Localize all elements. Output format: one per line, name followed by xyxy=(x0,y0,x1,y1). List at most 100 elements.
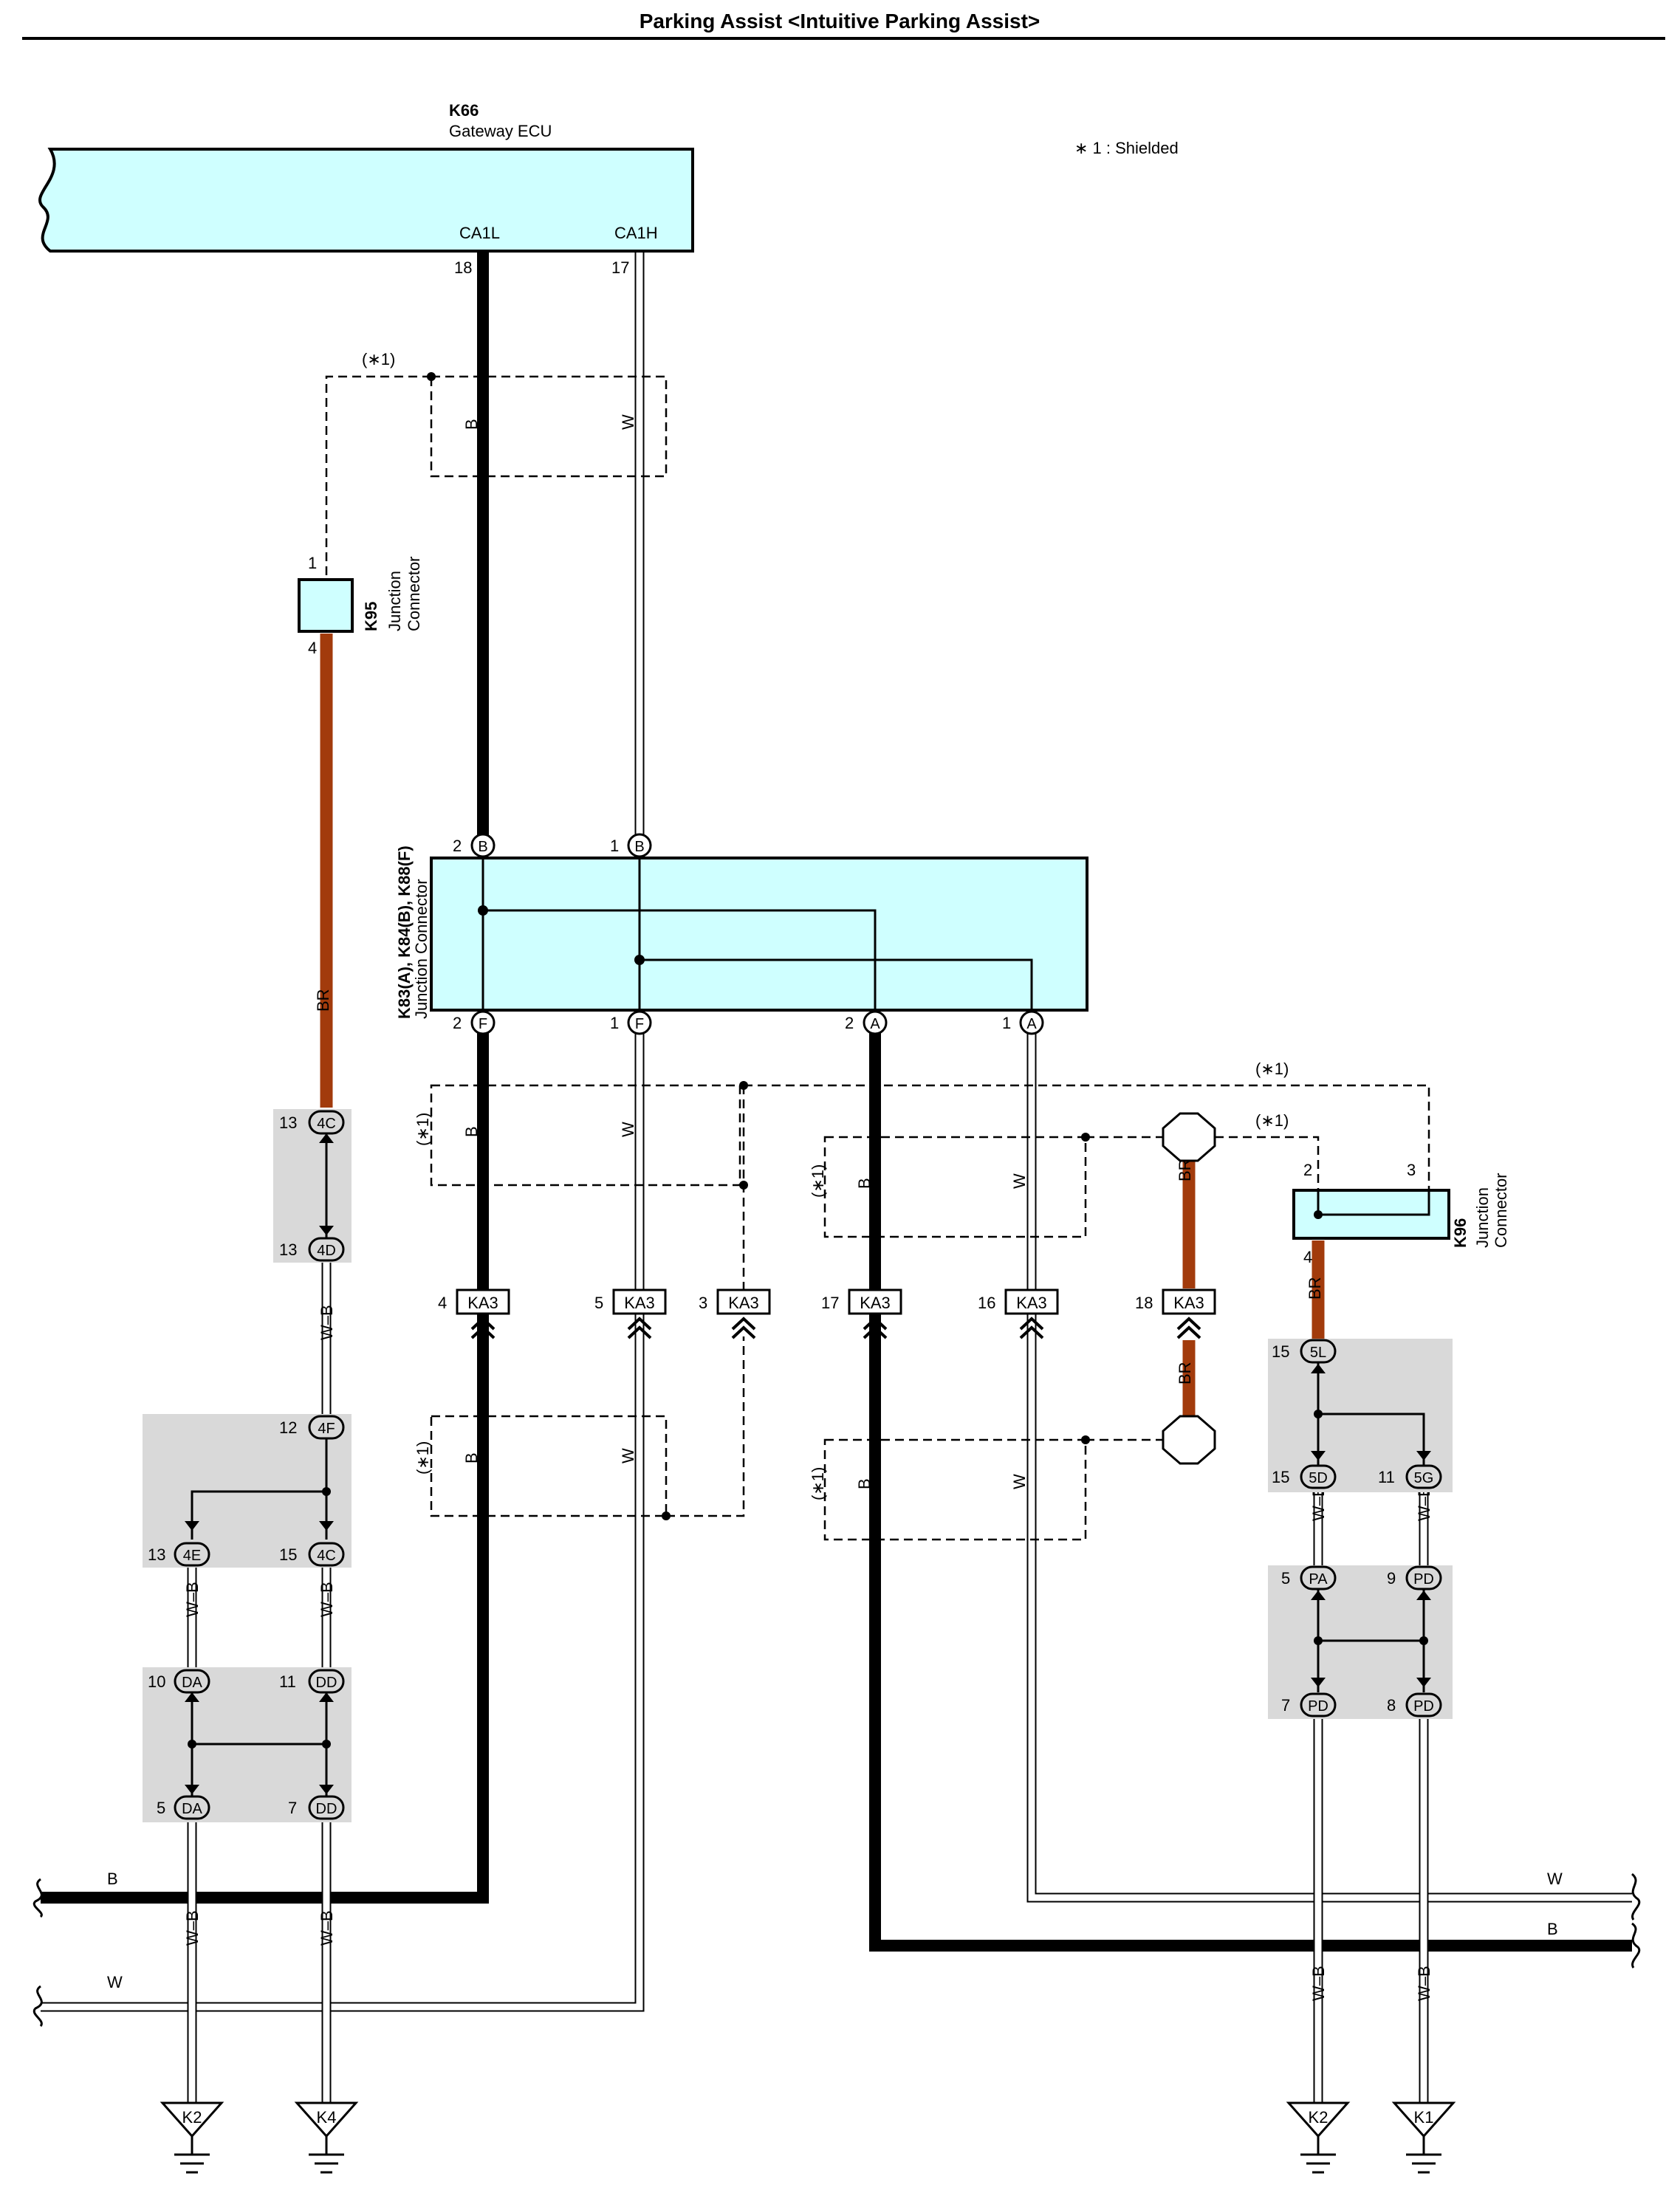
svg-text:W–B: W–B xyxy=(318,1305,336,1340)
diagram-title: Parking Assist <Intuitive Parking Assist… xyxy=(640,10,1040,32)
svg-text:1: 1 xyxy=(610,1014,619,1032)
svg-text:W–B: W–B xyxy=(318,1582,336,1617)
svg-text:W–B: W–B xyxy=(1415,1966,1433,2001)
k95-junction-connector: 1 4 K95 Junction Connector xyxy=(298,554,423,657)
svg-text:B: B xyxy=(462,419,481,430)
wire-break-marks xyxy=(32,1873,1641,2027)
ground-k4: K4 xyxy=(294,2101,359,2174)
shield-tag-7: (∗1) xyxy=(809,1467,827,1500)
svg-text:5: 5 xyxy=(157,1799,165,1817)
svg-text:2: 2 xyxy=(453,1014,462,1032)
svg-text:DA: DA xyxy=(182,1801,202,1817)
svg-text:Junction Connector: Junction Connector xyxy=(412,879,431,1019)
svg-text:2: 2 xyxy=(453,837,462,855)
svg-text:3: 3 xyxy=(699,1294,707,1312)
svg-text:KA3: KA3 xyxy=(728,1294,759,1312)
svg-text:W–B: W–B xyxy=(318,1910,336,1946)
svg-text:A: A xyxy=(1026,1016,1037,1032)
svg-text:W–B: W–B xyxy=(183,1582,202,1617)
left-splice-pills: 4C 13 4D 13 4F 12 4E 13 4C 15 DA 10 DD 1… xyxy=(148,1110,345,1820)
svg-text:4E: 4E xyxy=(183,1548,201,1564)
svg-text:F: F xyxy=(635,1016,644,1032)
svg-text:B: B xyxy=(634,839,644,855)
svg-text:Junction: Junction xyxy=(385,571,404,631)
svg-text:11: 11 xyxy=(279,1672,296,1691)
svg-text:17: 17 xyxy=(821,1294,839,1312)
svg-text:DA: DA xyxy=(182,1675,202,1691)
svg-text:Connector: Connector xyxy=(1492,1173,1510,1248)
svg-text:4D: 4D xyxy=(317,1243,336,1259)
svg-text:2: 2 xyxy=(845,1014,854,1032)
svg-text:2: 2 xyxy=(1303,1161,1312,1179)
legend-shielded: ∗ 1 : Shielded xyxy=(1074,139,1179,157)
svg-text:B: B xyxy=(855,1478,874,1489)
svg-text:K95: K95 xyxy=(362,602,380,631)
svg-text:BR: BR xyxy=(1306,1277,1324,1300)
k96-junction-connector: 2 3 4 K96 Junction Connector xyxy=(1292,1161,1510,1266)
svg-text:15: 15 xyxy=(1272,1468,1289,1486)
svg-text:PD: PD xyxy=(1413,1571,1434,1588)
ecu-terminal-ca1l: CA1L xyxy=(459,224,500,242)
svg-text:B: B xyxy=(1547,1920,1558,1938)
svg-text:4C: 4C xyxy=(317,1116,336,1132)
svg-text:W: W xyxy=(1010,1173,1029,1189)
svg-text:Connector: Connector xyxy=(405,556,423,631)
svg-text:DD: DD xyxy=(316,1675,337,1691)
svg-text:KA3: KA3 xyxy=(624,1294,655,1312)
svg-text:15: 15 xyxy=(1272,1342,1289,1361)
right-splice-pills: 5L 15 5D 15 5G 11 PA 5 PD 9 PD 7 PD 8 xyxy=(1272,1339,1442,1717)
octagon-connectors xyxy=(1162,1112,1216,1465)
ecu-code: K66 xyxy=(449,101,479,120)
svg-text:7: 7 xyxy=(1281,1696,1290,1715)
svg-text:K4: K4 xyxy=(317,2108,337,2127)
svg-text:W: W xyxy=(619,1122,637,1137)
svg-text:W: W xyxy=(619,414,637,430)
wire-black-right-bus xyxy=(869,1324,1632,1952)
shield-tag-3: (∗1) xyxy=(414,1113,432,1146)
svg-text:4: 4 xyxy=(308,639,317,657)
svg-text:11: 11 xyxy=(1378,1468,1395,1486)
svg-text:K1: K1 xyxy=(1414,2108,1434,2127)
ecu-terminal-ca1h: CA1H xyxy=(614,224,658,242)
shield-group: (∗1) (∗1) (∗1) (∗1) (∗1) (∗1) (∗1) xyxy=(325,350,1430,1541)
svg-text:KA3: KA3 xyxy=(860,1294,891,1312)
svg-text:F: F xyxy=(479,1016,487,1032)
svg-text:1: 1 xyxy=(1002,1014,1011,1032)
svg-text:1: 1 xyxy=(610,837,619,855)
svg-text:Junction: Junction xyxy=(1473,1187,1492,1248)
ground-k1: K1 xyxy=(1391,2101,1456,2174)
svg-text:15: 15 xyxy=(279,1545,297,1564)
svg-text:KA3: KA3 xyxy=(1173,1294,1204,1312)
svg-text:16: 16 xyxy=(978,1294,995,1312)
gateway-ecu: K66 Gateway ECU CA1L CA1H 18 17 xyxy=(38,101,694,277)
wb-wires xyxy=(187,1248,1429,2104)
svg-text:W: W xyxy=(1010,1474,1029,1489)
svg-text:5: 5 xyxy=(594,1294,603,1312)
svg-text:BR: BR xyxy=(1176,1362,1194,1384)
shield-tag-2: (∗1) xyxy=(1255,1060,1289,1078)
svg-text:5L: 5L xyxy=(1310,1345,1326,1361)
svg-text:5G: 5G xyxy=(1414,1470,1434,1486)
svg-text:5D: 5D xyxy=(1309,1470,1328,1486)
svg-text:12: 12 xyxy=(279,1418,297,1437)
ground-k2-right: K2 xyxy=(1286,2101,1351,2174)
svg-text:4C: 4C xyxy=(317,1548,336,1564)
svg-text:4: 4 xyxy=(438,1294,447,1312)
k83-junction-connector: K83(A), K84(B), K88(F) Junction Connecto… xyxy=(395,845,1088,1019)
ka3-chevrons xyxy=(470,1317,1201,1339)
svg-text:B: B xyxy=(462,1452,481,1463)
svg-text:9: 9 xyxy=(1387,1569,1396,1588)
shield-tag-5: (∗1) xyxy=(809,1164,827,1198)
shield-tag-6: (∗1) xyxy=(414,1441,432,1475)
svg-text:PD: PD xyxy=(1308,1698,1328,1715)
svg-text:B: B xyxy=(107,1870,118,1888)
ka3-connectors: KA3 4 KA3 5 KA3 3 KA3 17 KA3 16 KA3 18 xyxy=(438,1288,1216,1315)
svg-text:BR: BR xyxy=(314,989,332,1012)
svg-text:1: 1 xyxy=(308,554,317,572)
svg-text:W: W xyxy=(107,1973,123,1991)
svg-text:7: 7 xyxy=(288,1799,297,1817)
svg-text:B: B xyxy=(855,1178,874,1189)
svg-text:3: 3 xyxy=(1407,1161,1416,1179)
ecu-pin-17: 17 xyxy=(611,258,629,277)
